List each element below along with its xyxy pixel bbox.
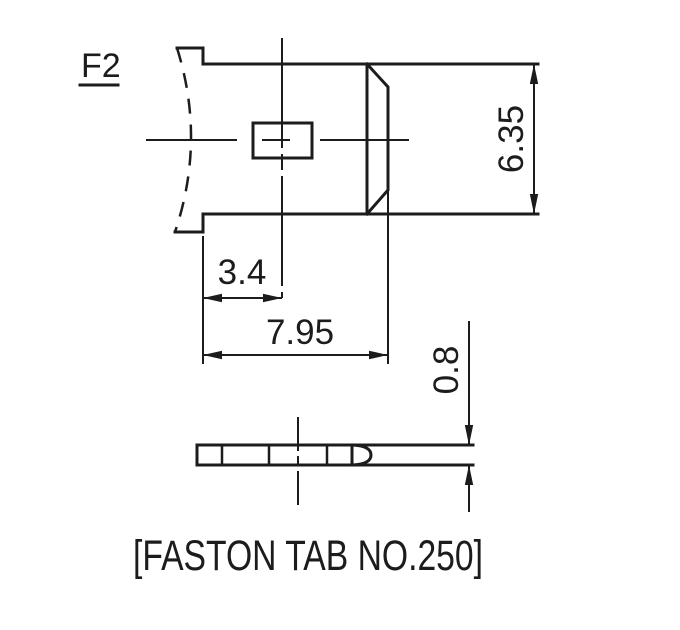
terminal-type-label: F2 [81,47,121,85]
arrowhead-left [203,293,222,303]
arrowhead-right [263,293,282,303]
dim-text-tab-length: 7.95 [266,313,334,352]
arrowhead-down [464,425,474,445]
top-view [146,38,540,298]
arrowhead-left [203,350,222,360]
arrowhead-up [464,465,474,485]
dimension-3-4: 3.4 [202,236,282,364]
side-view [195,417,475,507]
tab-bottom-edge [173,212,540,234]
rounded-tip [351,443,373,467]
arrowhead-up [529,64,539,84]
dim-text-thickness: 0.8 [427,346,466,395]
dim-text-tab-width: 6.35 [492,105,531,173]
tip-chamfer-edge [364,61,390,217]
tab-top-edge [175,46,540,66]
dimension-0-8: 0.8 [427,321,474,512]
dimension-6-35: 6.35 [492,64,539,214]
break-line [173,47,193,233]
arrowhead-down [529,194,539,214]
drawing-caption: [FASTON TAB NO.250] [133,532,483,580]
labels: F2 [FASTON TAB NO.250] [78,47,483,580]
dim-text-hole-offset: 3.4 [218,253,267,292]
dimension-7-95: 7.95 [203,190,389,364]
arrowhead-right [369,350,388,360]
